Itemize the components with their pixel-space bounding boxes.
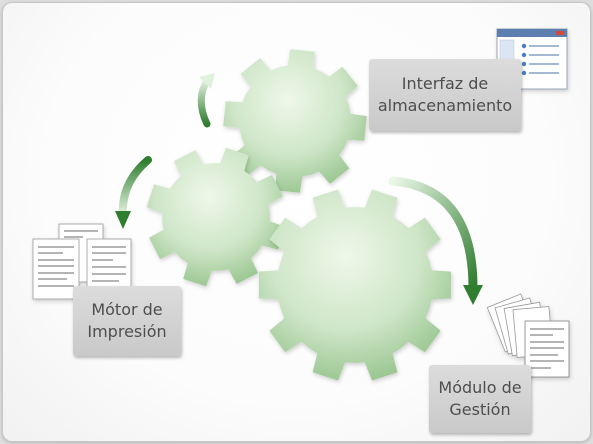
storage-interface-label: Interfaz de almacenamiento (369, 59, 521, 131)
print-label-line1: Mótor de (91, 300, 163, 319)
gear-left (146, 147, 286, 287)
diagram-art (32, 28, 570, 381)
arrow-right (388, 176, 483, 305)
arrow-top (197, 73, 215, 128)
storage-label-line2: almacenamiento (377, 96, 513, 115)
management-label-line2: Gestión (449, 400, 511, 419)
gear-large (258, 189, 452, 381)
management-label-line1: Módulo de (438, 378, 522, 397)
arrow-left (115, 156, 152, 229)
print-label-line2: Impresión (87, 322, 167, 341)
management-documents-icon (486, 293, 570, 378)
storage-label-line1: Interfaz de (401, 74, 489, 93)
print-engine-label: Mótor de Impresión (73, 286, 181, 356)
gear-top (223, 49, 367, 193)
print-documents-icon (32, 223, 132, 300)
management-module-label: Módulo de Gestión (429, 365, 531, 433)
